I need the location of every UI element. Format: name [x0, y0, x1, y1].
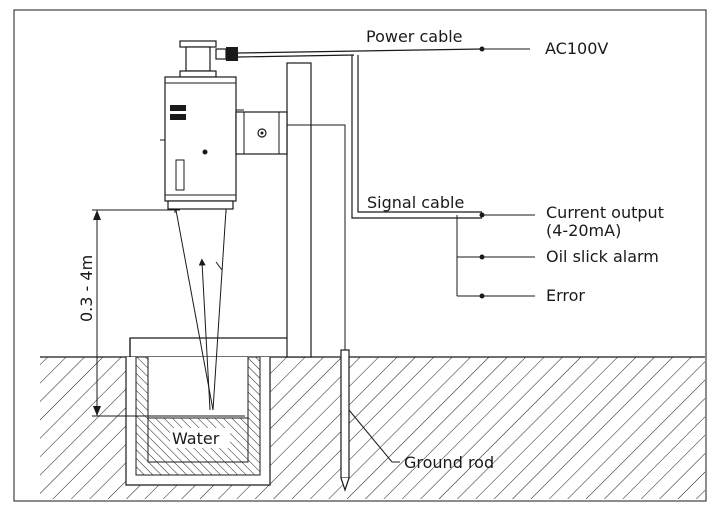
distance-dimension	[92, 209, 245, 417]
ground-rod-label: Ground rod	[404, 453, 494, 472]
current-output-label: Current output	[546, 203, 664, 222]
water-label-bg	[170, 428, 230, 448]
distance-label: 0.3 - 4m	[77, 255, 96, 322]
oil-alarm-label: Oil slick alarm	[546, 247, 659, 266]
power-cable	[237, 46, 530, 58]
power-cable-label: Power cable	[366, 27, 463, 46]
signal-cable	[351, 55, 535, 299]
ac-label: AC100V	[545, 39, 608, 58]
support-pole	[129, 62, 312, 358]
frame-border	[13, 9, 707, 502]
cable-connector	[215, 48, 227, 60]
ground-wire	[287, 124, 400, 492]
connector-nut	[226, 47, 238, 61]
water-label: Water	[172, 429, 220, 448]
current-output-range-label: (4-20mA)	[546, 221, 621, 240]
measurement-beams	[175, 209, 227, 411]
ground-rod	[340, 349, 350, 479]
sensor-unit	[160, 40, 288, 213]
water-pit	[125, 356, 271, 486]
signal-cable-label: Signal cable	[367, 193, 464, 212]
error-label: Error	[546, 286, 585, 305]
